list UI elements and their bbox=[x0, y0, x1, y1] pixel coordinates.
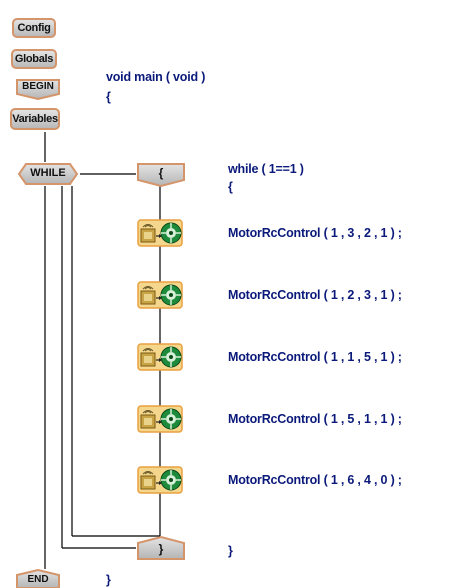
end-label: END bbox=[27, 574, 49, 585]
loop-open-block[interactable]: { bbox=[136, 162, 186, 188]
main-close-brace: } bbox=[106, 573, 111, 587]
begin-label: BEGIN bbox=[22, 81, 54, 92]
loop-close-block[interactable]: } bbox=[136, 535, 186, 561]
motor-rc-control-icon[interactable] bbox=[137, 405, 183, 433]
motor-rc-control-icon[interactable] bbox=[137, 281, 183, 309]
motor-call-line: MotorRcControl ( 1 , 5 , 1 , 1 ) ; bbox=[228, 412, 402, 426]
motor-rc-control-icon[interactable] bbox=[137, 466, 183, 494]
while-shape bbox=[17, 163, 79, 185]
main-declaration: void main ( void ) bbox=[106, 70, 206, 84]
motor-call-line: MotorRcControl ( 1 , 1 , 5 , 1 ) ; bbox=[228, 350, 402, 364]
loop-close-label: } bbox=[158, 542, 164, 556]
while-block[interactable]: WHILE bbox=[17, 162, 79, 186]
loop-close-shape bbox=[137, 535, 185, 560]
while-label: WHILE bbox=[30, 167, 66, 179]
while-declaration: while ( 1==1 ) bbox=[228, 162, 304, 176]
begin-block[interactable]: BEGIN bbox=[15, 78, 61, 100]
globals-block[interactable]: Globals bbox=[11, 49, 57, 69]
config-block[interactable]: Config bbox=[12, 18, 56, 38]
variables-block[interactable]: Variables bbox=[10, 108, 60, 130]
motor-call-line: MotorRcControl ( 1 , 6 , 4 , 0 ) ; bbox=[228, 473, 402, 487]
motor-call-line: MotorRcControl ( 1 , 3 , 2 , 1 ) ; bbox=[228, 226, 402, 240]
loop-open-label: { bbox=[158, 166, 164, 180]
end-block[interactable]: END bbox=[15, 569, 61, 588]
motor-call-line: MotorRcControl ( 1 , 2 , 3 , 1 ) ; bbox=[228, 288, 402, 302]
motor-rc-control-icon[interactable] bbox=[137, 219, 183, 247]
while-close-brace: } bbox=[228, 544, 233, 558]
end-shape bbox=[16, 569, 60, 588]
motor-rc-control-icon[interactable] bbox=[137, 343, 183, 371]
main-open-brace: { bbox=[106, 90, 111, 104]
loop-open-shape bbox=[137, 163, 185, 188]
while-open-brace: { bbox=[228, 180, 233, 194]
begin-shape bbox=[16, 79, 60, 100]
